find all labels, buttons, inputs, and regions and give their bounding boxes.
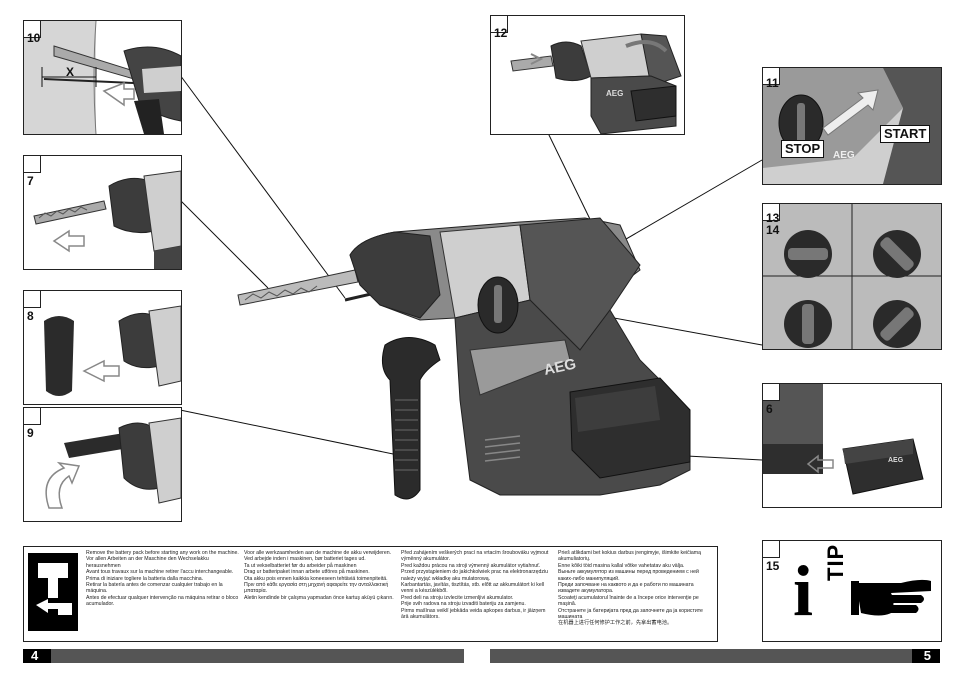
panel-6-battery: AEG 6 xyxy=(762,383,942,508)
handle-rotate-illustration xyxy=(45,417,181,509)
page-number-left: 4 xyxy=(31,648,39,663)
aux-handle-illustration xyxy=(44,305,181,396)
info-i-icon: i xyxy=(793,551,814,631)
warning-text: Před zahájením veškerých prací na vrtací… xyxy=(401,550,549,563)
panel-number-13: 13 xyxy=(766,211,780,225)
warning-text: Enne kõiki töid masina kallal võtke vahe… xyxy=(558,562,685,569)
pointing-hand-icon xyxy=(851,579,931,616)
warning-text: Voor alle werkzaamheden aan de machine d… xyxy=(244,550,392,556)
warning-text: Retirar la batería antes de comenzar cua… xyxy=(86,582,223,595)
warning-text: Πριν από κάθε εργασία στη μηχανή αφαιρεί… xyxy=(244,582,389,595)
remove-battery-icon xyxy=(28,553,78,631)
warning-text: Scoateţi acumulatorul înainte de a încep… xyxy=(558,594,699,608)
start-label: START xyxy=(880,125,931,143)
panel-15-tip: 15 i TIP xyxy=(762,540,942,642)
brand-logo-small: AEG xyxy=(833,150,855,161)
warning-text: Prije svih radova na stroju izvaditi bat… xyxy=(401,601,526,608)
warning-text: Ta ut vekselbatteriet før du arbeider på… xyxy=(244,562,357,569)
fold-corner xyxy=(763,384,780,401)
panel-number: 10 xyxy=(27,31,41,45)
battery-warning-box: Remove the battery pack before starting … xyxy=(23,546,718,642)
fold-corner xyxy=(24,21,41,38)
insert-bit-illustration xyxy=(33,170,181,269)
panel-number: 8 xyxy=(27,309,34,323)
panel-13-14-mode-selector: 13 14 xyxy=(762,203,942,350)
panel-number: 15 xyxy=(766,559,780,573)
warning-text: Antes de efectuar qualquer intervenção n… xyxy=(86,594,239,608)
fold-corner xyxy=(24,291,41,308)
tip-label: TIP xyxy=(823,543,848,581)
fold-corner xyxy=(24,156,41,173)
panel-number: 9 xyxy=(27,426,34,440)
panel-number: 13 14 xyxy=(766,212,779,236)
warning-text: Avant tous travaux sur la machine retire… xyxy=(86,569,234,576)
svg-text:AEG: AEG xyxy=(606,89,623,98)
svg-text:AEG: AEG xyxy=(888,457,904,464)
warning-text: Pred každou prácou na stroji výmenný aku… xyxy=(401,562,541,569)
panel-9-handle-rotate: 9 xyxy=(23,407,182,522)
warning-text: Отстранете ја батеријата пред да започне… xyxy=(558,607,703,621)
panel-11-stop-start: 11 START STOP AEG xyxy=(762,67,942,185)
warning-column-1: Remove the battery pack before starting … xyxy=(86,550,241,608)
footer-bar-left: 4 xyxy=(23,649,464,663)
panel-number: 12 xyxy=(494,26,508,40)
page-number-right: 5 xyxy=(923,648,931,663)
fold-corner xyxy=(763,204,780,221)
warning-text: Выньте аккумулятор из машины перед прове… xyxy=(558,569,699,582)
warning-text: Ved arbejde inden i maskinen, bør batter… xyxy=(244,556,366,563)
warning-text: Przed przystąpieniem do jakichkolwiek pr… xyxy=(401,569,549,582)
battery-illustration: AEG xyxy=(763,384,924,495)
drill-bit xyxy=(237,269,359,306)
stop-label: STOP xyxy=(781,140,825,158)
footer-bar-right: 5 xyxy=(490,649,940,663)
chuck-illustration: AEG xyxy=(510,33,682,134)
panel-number: 6 xyxy=(766,402,773,416)
warning-text: Aletin kendinde bir çalışma yapmadan önc… xyxy=(244,594,394,601)
mode-selector-illustration xyxy=(763,204,941,349)
fold-corner xyxy=(763,541,780,558)
panel-8-aux-handle: 8 xyxy=(23,290,182,405)
fold-corner xyxy=(24,408,41,425)
warning-text: Prieš atlikdami bet kokius darbus įrengi… xyxy=(558,550,701,563)
warning-column-4: Prieš atlikdami bet kokius darbus įrengi… xyxy=(558,550,713,627)
warning-text: Pred deli na stroju izvlecite izmenljivi… xyxy=(401,594,514,601)
fold-corner xyxy=(491,16,508,33)
brand-logo: AEG xyxy=(542,356,577,379)
stop-start-illustration xyxy=(763,68,941,184)
warning-text: Prima di iniziare togliere la batteria d… xyxy=(86,575,204,582)
depth-stop-illustration xyxy=(24,21,181,134)
panel-10-depth-stop: 10 X xyxy=(23,20,182,135)
warning-text: Pirms mašīnas veiklī jebkāda veida apkop… xyxy=(401,607,546,621)
panel-number: 11 xyxy=(766,76,779,90)
warning-text: Remove the battery pack before starting … xyxy=(86,550,239,556)
warning-text: Karbantartás, javítás, tisztítás, stb. e… xyxy=(401,582,545,595)
drill-body xyxy=(349,217,691,500)
fold-corner xyxy=(763,68,780,85)
warning-text: Vor allen Arbeiten an der Maschine den W… xyxy=(86,556,209,569)
warning-column-3: Před zahájením veškerých prací na vrtací… xyxy=(401,550,551,620)
panel-7-insert-bit: 7 xyxy=(23,155,182,270)
warning-text: Drag ur batteripaket innan arbete utföre… xyxy=(244,569,370,576)
panel-12-chuck-remove: AEG 12 xyxy=(490,15,685,135)
depth-x-label: X xyxy=(66,65,75,79)
panel-number-14: 14 xyxy=(766,223,780,237)
warning-text: 在机器上进行任何修护工作之前，先拿出蓄电池。 xyxy=(558,620,673,627)
warning-text: Преди започване на каквото и да е работи… xyxy=(558,582,694,595)
panel-number: 7 xyxy=(27,174,34,188)
warning-column-2: Voor alle werkzaamheden aan de machine d… xyxy=(244,550,394,601)
warning-text: Ota akku pois ennen kaikkia koneeseen te… xyxy=(244,575,388,582)
